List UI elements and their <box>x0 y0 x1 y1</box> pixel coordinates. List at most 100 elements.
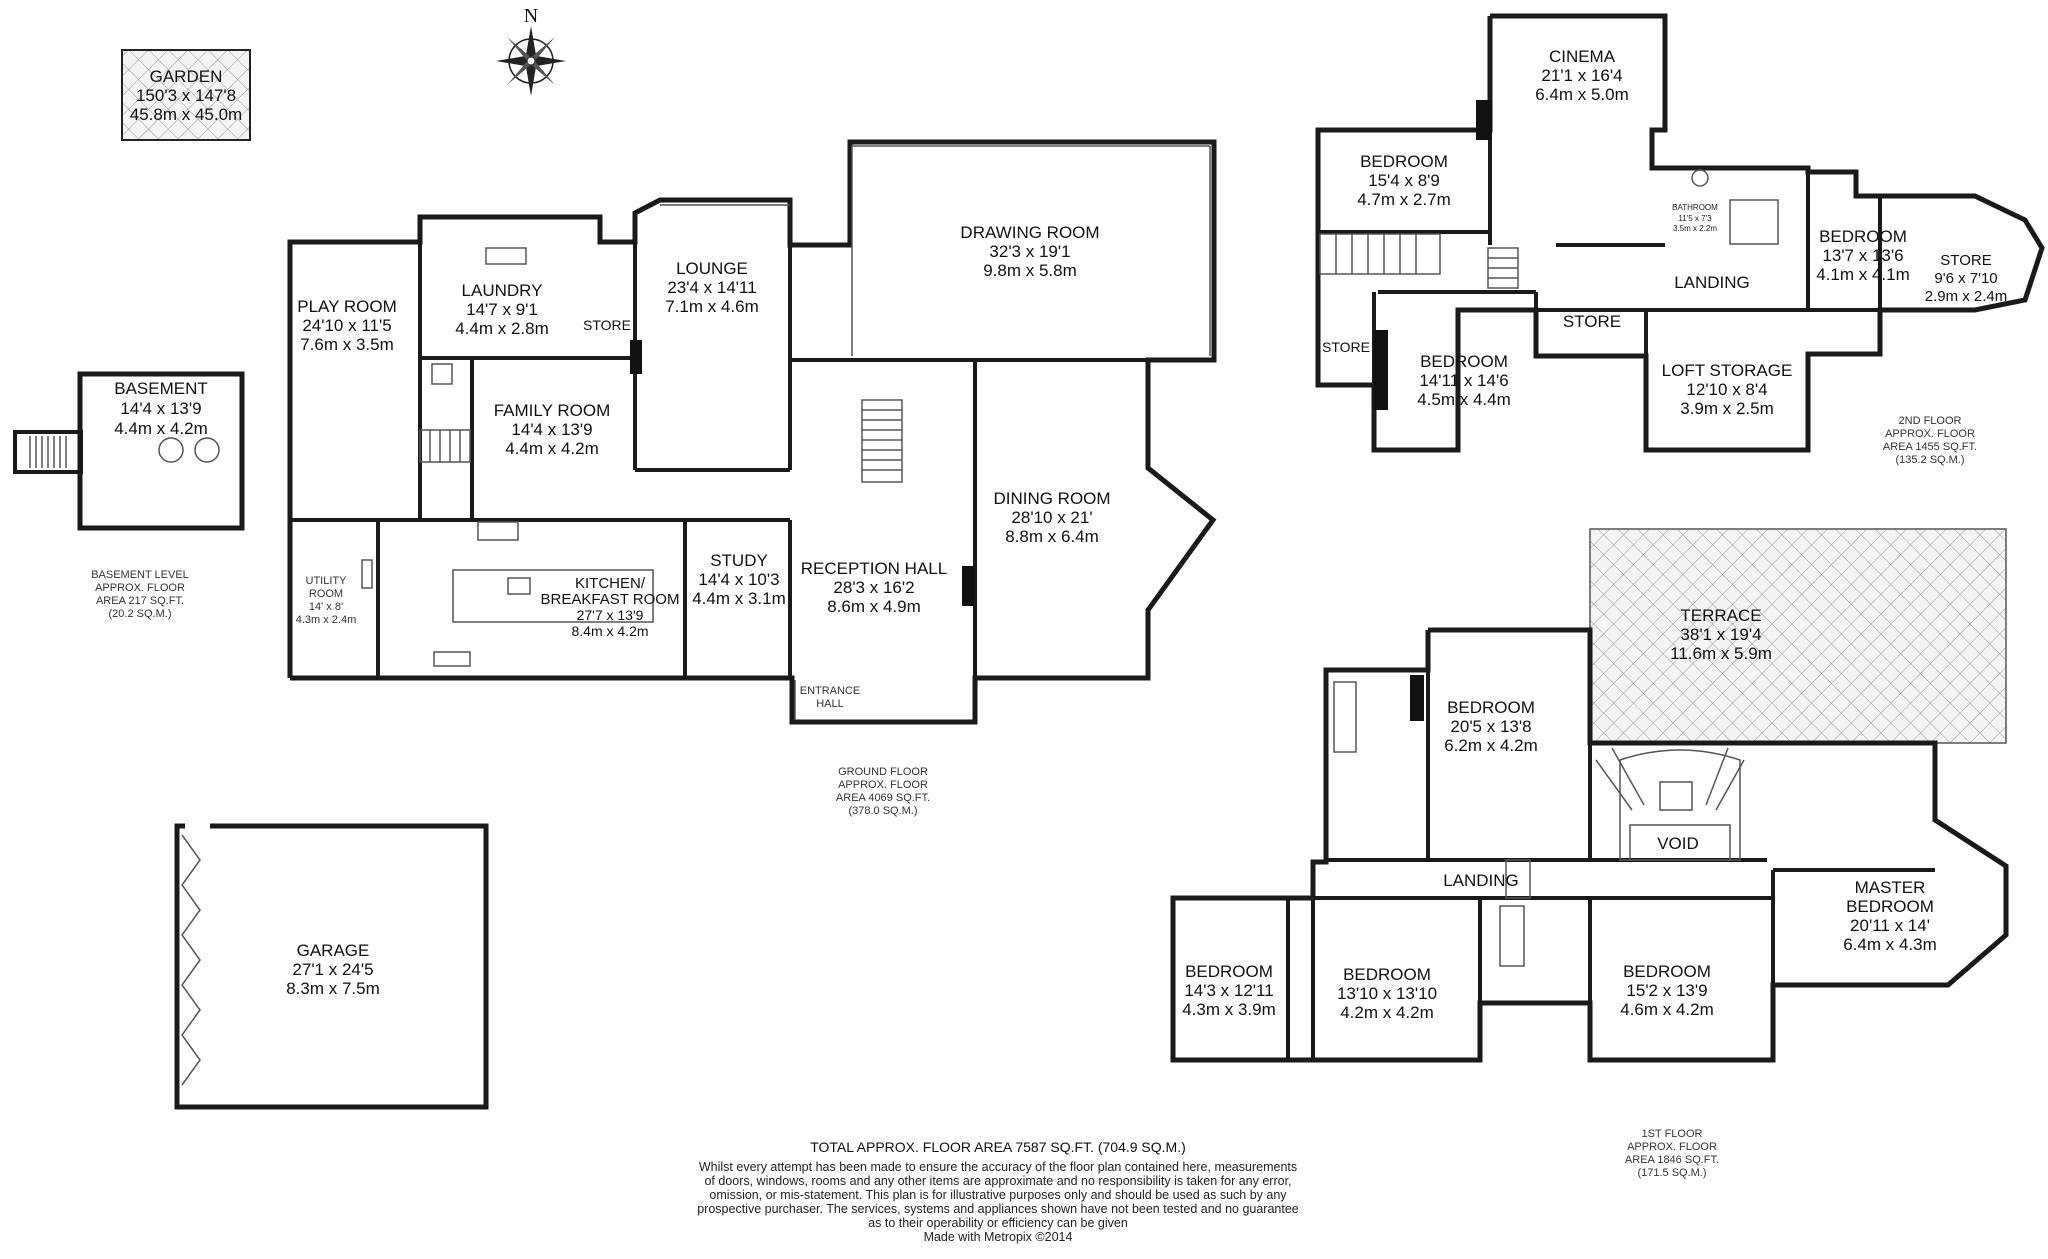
svg-text:20'5 x 13'8: 20'5 x 13'8 <box>1450 717 1531 736</box>
svg-text:HALL: HALL <box>816 698 844 710</box>
svg-text:14' x 8': 14' x 8' <box>309 601 343 613</box>
room-name: BEDROOM <box>1360 152 1448 171</box>
svg-text:AREA 1455 SQ.FT.: AREA 1455 SQ.FT. <box>1883 441 1977 453</box>
ground-floor: PLAY ROOM 24'10 x 11'5 7.6m x 3.5m LAUND… <box>287 139 1217 725</box>
ground-area-note: GROUND FLOOR APPROX. FLOOR AREA 4069 SQ.… <box>836 766 930 817</box>
svg-text:13'7 x 13'6: 13'7 x 13'6 <box>1822 246 1903 265</box>
svg-text:BREAKFAST ROOM: BREAKFAST ROOM <box>541 591 680 608</box>
room-name: FAMILY ROOM <box>494 401 611 420</box>
room-imperial: 14'4 x 13'9 <box>120 399 201 418</box>
svg-text:BEDROOM: BEDROOM <box>1846 897 1934 916</box>
svg-text:4.6m x 4.2m: 4.6m x 4.2m <box>1620 1000 1714 1019</box>
svg-text:14'3 x 12'11: 14'3 x 12'11 <box>1184 981 1273 1000</box>
room-name: BEDROOM <box>1819 227 1907 246</box>
svg-text:9.8m x 5.8m: 9.8m x 5.8m <box>983 261 1077 280</box>
disclaimer-line: Whilst every attempt has been made to en… <box>699 1160 1297 1174</box>
svg-text:14'4 x 13'9: 14'4 x 13'9 <box>511 420 592 439</box>
room-name: CINEMA <box>1549 47 1616 66</box>
svg-text:2.9m x 2.4m: 2.9m x 2.4m <box>1925 288 2008 305</box>
room-name: STUDY <box>710 551 768 570</box>
room-name: BEDROOM <box>1343 965 1431 984</box>
room-name: ENTRANCE <box>800 685 861 697</box>
svg-text:14'11 x 14'6: 14'11 x 14'6 <box>1419 371 1508 390</box>
svg-text:4.3m x 3.9m: 4.3m x 3.9m <box>1182 1000 1276 1019</box>
svg-text:11.6m x 5.9m: 11.6m x 5.9m <box>1670 644 1772 663</box>
svg-text:APPROX. FLOOR: APPROX. FLOOR <box>95 582 185 594</box>
room-name: STORE <box>1563 312 1621 331</box>
second-floor-area-note: 2ND FLOOR APPROX. FLOOR AREA 1455 SQ.FT.… <box>1883 415 1977 466</box>
svg-text:4.7m x 2.7m: 4.7m x 2.7m <box>1357 190 1451 209</box>
svg-text:9'6 x 7'10: 9'6 x 7'10 <box>1934 270 1997 287</box>
svg-text:8.8m x 6.4m: 8.8m x 6.4m <box>1005 527 1099 546</box>
svg-text:27'7 x 13'9: 27'7 x 13'9 <box>577 607 644 623</box>
svg-text:8.6m x 4.9m: 8.6m x 4.9m <box>827 597 921 616</box>
basement-area-note: BASEMENT LEVEL APPROX. FLOOR AREA 217 SQ… <box>91 569 189 620</box>
svg-text:(135.2 SQ.M.): (135.2 SQ.M.) <box>1895 454 1964 466</box>
room-name: LOFT STORAGE <box>1662 361 1793 380</box>
room-name: VOID <box>1657 834 1699 853</box>
room-name: BEDROOM <box>1623 962 1711 981</box>
svg-text:1ST FLOOR: 1ST FLOOR <box>1642 1128 1703 1140</box>
room-imperial: 150'3 x 147'8 <box>136 86 236 105</box>
credit: Made with Metropix ©2014 <box>924 1230 1073 1244</box>
svg-text:AREA 4069 SQ.FT.: AREA 4069 SQ.FT. <box>836 792 930 804</box>
room-name: BATHROOM <box>1672 203 1718 212</box>
basement-floor: BASEMENT 14'4 x 13'9 4.4m x 4.2m <box>13 371 245 531</box>
svg-text:(171.5 SQ.M.): (171.5 SQ.M.) <box>1637 1167 1706 1179</box>
room-name: PLAY ROOM <box>297 297 397 316</box>
room-name: UTILITY <box>306 575 348 587</box>
svg-text:24'10 x 11'5: 24'10 x 11'5 <box>302 316 391 335</box>
svg-text:23'4 x 14'11: 23'4 x 14'11 <box>667 278 756 297</box>
svg-text:20'11 x 14': 20'11 x 14' <box>1850 916 1930 935</box>
svg-text:3.5m x 2.2m: 3.5m x 2.2m <box>1673 224 1717 233</box>
room-name: LANDING <box>1443 871 1519 890</box>
svg-text:13'10 x 13'10: 13'10 x 13'10 <box>1337 984 1437 1003</box>
room-metric: 4.4m x 4.2m <box>114 419 208 438</box>
first-floor: TERRACE 38'1 x 19'4 11.6m x 5.9m BEDROOM… <box>1170 528 2009 1063</box>
svg-text:14'4 x 10'3: 14'4 x 10'3 <box>698 570 779 589</box>
svg-text:4.2m x 4.2m: 4.2m x 4.2m <box>1340 1003 1434 1022</box>
svg-text:APPROX. FLOOR: APPROX. FLOOR <box>1627 1141 1717 1153</box>
svg-text:AREA 1846 SQ.FT.: AREA 1846 SQ.FT. <box>1625 1154 1719 1166</box>
room-name: GARDEN <box>150 67 223 86</box>
first-floor-area-note: 1ST FLOOR APPROX. FLOOR AREA 1846 SQ.FT.… <box>1625 1128 1719 1179</box>
room-name: STORE <box>1940 252 1991 269</box>
garden-block: GARDEN 150'3 x 147'8 45.8m x 45.0m <box>121 49 251 141</box>
svg-text:(378.0 SQ.M.): (378.0 SQ.M.) <box>848 805 917 817</box>
room-name: MASTER <box>1855 878 1926 897</box>
svg-text:7.1m x 4.6m: 7.1m x 4.6m <box>665 297 759 316</box>
footer: TOTAL APPROX. FLOOR AREA 7587 SQ.FT. (70… <box>697 1139 1299 1244</box>
svg-text:BASEMENT LEVEL: BASEMENT LEVEL <box>91 569 189 581</box>
svg-text:AREA 217 SQ.FT.: AREA 217 SQ.FT. <box>96 595 184 607</box>
svg-text:7.6m x 3.5m: 7.6m x 3.5m <box>300 335 394 354</box>
svg-text:4.5m x 4.4m: 4.5m x 4.4m <box>1417 390 1511 409</box>
svg-text:28'3 x 16'2: 28'3 x 16'2 <box>833 578 914 597</box>
svg-text:ROOM: ROOM <box>309 588 343 600</box>
svg-text:21'1 x 16'4: 21'1 x 16'4 <box>1541 66 1622 85</box>
room-name: DRAWING ROOM <box>960 223 1099 242</box>
room-name: BEDROOM <box>1420 352 1508 371</box>
svg-text:8.3m x 7.5m: 8.3m x 7.5m <box>286 979 380 998</box>
svg-text:4.4m x 2.8m: 4.4m x 2.8m <box>455 319 549 338</box>
room-name: DINING ROOM <box>993 489 1110 508</box>
room-name: TERRACE <box>1680 606 1761 625</box>
svg-text:2ND FLOOR: 2ND FLOOR <box>1899 415 1962 427</box>
svg-text:12'10 x 8'4: 12'10 x 8'4 <box>1686 380 1767 399</box>
svg-text:4.1m x 4.1m: 4.1m x 4.1m <box>1816 265 1910 284</box>
svg-text:14'7 x 9'1: 14'7 x 9'1 <box>466 300 538 319</box>
svg-text:11'5 x 7'3: 11'5 x 7'3 <box>1678 214 1712 223</box>
svg-text:8.4m x 4.2m: 8.4m x 4.2m <box>571 623 648 639</box>
disclaimer-line: prospective purchaser. The services, sys… <box>697 1202 1299 1216</box>
north-label: N <box>524 5 538 27</box>
room-name: LANDING <box>1674 273 1750 292</box>
svg-text:27'1 x 24'5: 27'1 x 24'5 <box>292 960 373 979</box>
room-name: LOUNGE <box>676 259 748 278</box>
svg-text:15'4 x 8'9: 15'4 x 8'9 <box>1368 171 1440 190</box>
garage: GARAGE 27'1 x 24'5 8.3m x 7.5m <box>174 823 489 1110</box>
compass-icon: N <box>496 5 566 96</box>
svg-text:4.4m x 3.1m: 4.4m x 3.1m <box>692 589 786 608</box>
svg-text:6.2m x 4.2m: 6.2m x 4.2m <box>1444 736 1538 755</box>
disclaimer-line: as to their operability or efficiency ca… <box>868 1216 1128 1230</box>
svg-text:15'2 x 13'9: 15'2 x 13'9 <box>1626 981 1707 1000</box>
